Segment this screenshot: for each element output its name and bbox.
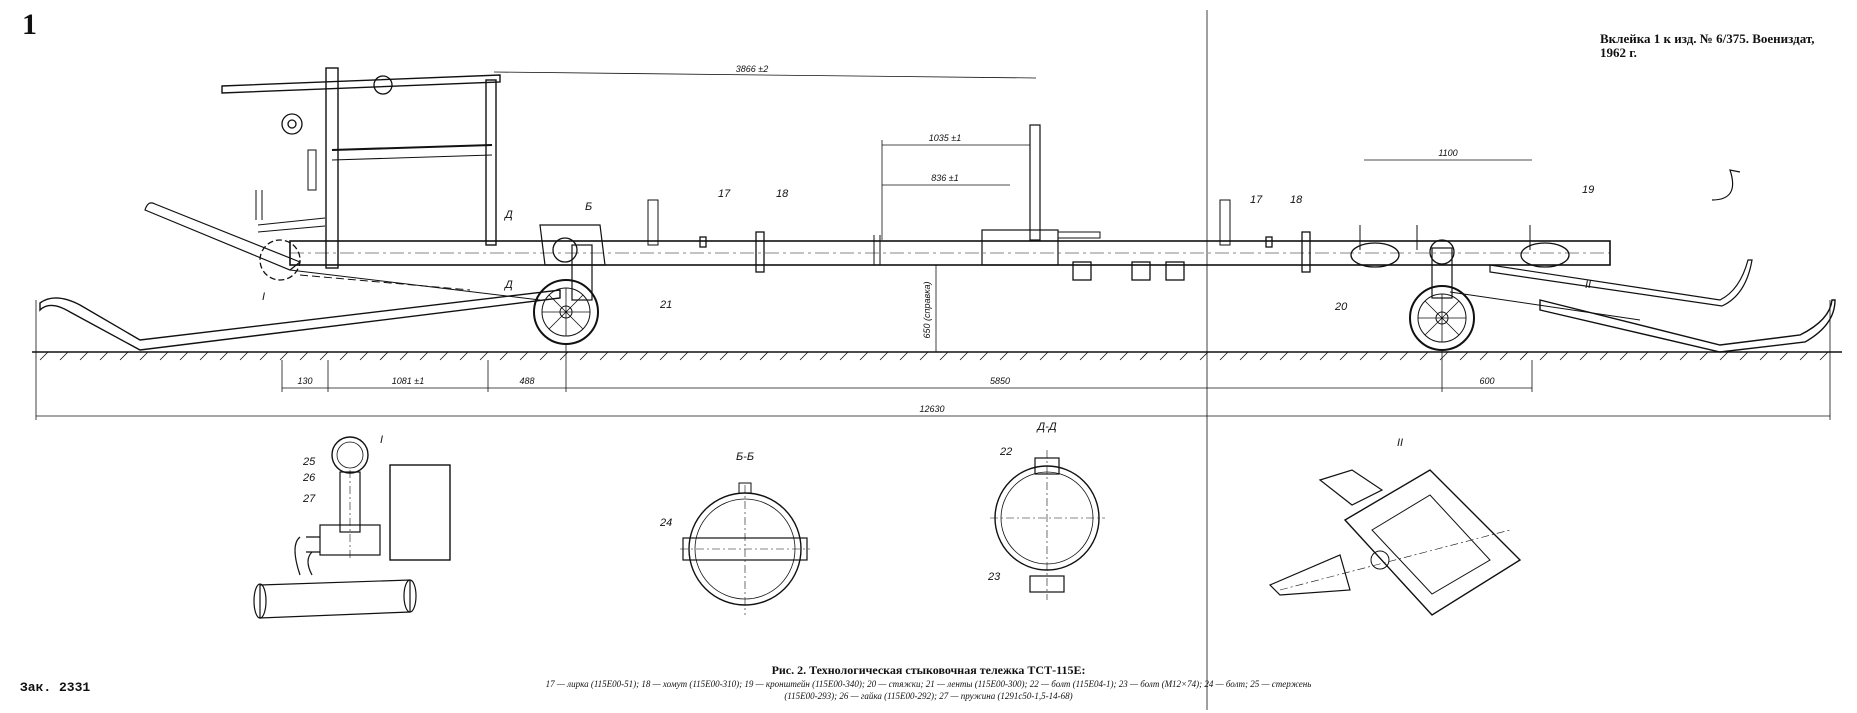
detail-I-view: [253, 436, 451, 619]
dim-1035: 1035 ±1: [929, 133, 961, 143]
dim-5850: 5850: [990, 376, 1010, 386]
dim-488: 488: [519, 376, 534, 386]
callout-A-top: Д: [503, 209, 513, 221]
main-beam: [289, 240, 1611, 266]
section-AA-view: [990, 450, 1105, 600]
insert-note-line-1: Вклейка 1 к изд. № 6/375. Воениздат,: [1600, 31, 1815, 46]
callout-I-main: I: [262, 291, 265, 303]
callout-labels: 17 18 17 18 19 20 21 I II Б Д Д 22 23 24…: [262, 184, 1594, 583]
dim-650: 650 (справка): [922, 282, 932, 339]
callout-21: 21: [659, 299, 672, 311]
insert-note: Вклейка 1 к изд. № 6/375. Воениздат, 196…: [1600, 32, 1815, 60]
dim-130: 130: [297, 376, 312, 386]
dim-1081: 1081 ±1: [392, 376, 424, 386]
callout-22: 22: [999, 446, 1012, 458]
section-BB-view: [680, 482, 810, 615]
callout-20: 20: [1334, 301, 1348, 313]
right-wheel-assembly: [1350, 225, 1570, 351]
left-skid: [39, 202, 561, 351]
callout-17-right: 17: [1250, 194, 1263, 206]
order-number: Зак. 2331: [20, 680, 91, 695]
detail-II-view: [1268, 469, 1522, 616]
callout-27: 27: [302, 493, 316, 505]
callout-18-right: 18: [1290, 194, 1303, 206]
callout-II-main: II: [1585, 279, 1591, 291]
dim-836: 836 ±1: [931, 173, 958, 183]
insert-note-line-2: 1962 г.: [1600, 45, 1637, 60]
dim-12630: 12630: [919, 404, 944, 414]
caption-title: Рис. 2. Технологическая стыковочная теле…: [771, 663, 1086, 677]
callout-18-left: 18: [776, 188, 789, 200]
view-title-I: I: [380, 434, 383, 446]
dim-600: 600: [1479, 376, 1494, 386]
dimension-labels: 3866 ±2 1035 ±1 836 ±1 1100 650 (справка…: [297, 64, 1494, 414]
caption-line-2: (115Е00-293); 26 — гайка (115Е00-292); 2…: [784, 691, 1073, 701]
right-skid: [1449, 169, 1836, 353]
left-wheel-assembly: [533, 224, 606, 345]
dimension-lines: [35, 71, 1831, 420]
callout-17-left: 17: [718, 188, 731, 200]
callout-25: 25: [302, 456, 316, 468]
callout-26: 26: [302, 472, 316, 484]
caption-line-1: 17 — лирка (115Е00-51); 18 — хомут (115Е…: [545, 679, 1312, 689]
dim-1100: 1100: [1438, 148, 1457, 158]
callout-23: 23: [987, 571, 1001, 583]
view-title-BB: Б-Б: [736, 451, 754, 463]
ground-hatching: [32, 351, 1842, 361]
central-supports: [647, 124, 1311, 281]
left-lifting-frame: [221, 67, 501, 281]
callout-19: 19: [1582, 184, 1594, 196]
callout-B: Б: [585, 201, 592, 213]
view-title-AA: Д-Д: [1035, 421, 1056, 433]
page-number: 1: [22, 8, 37, 41]
dim-3866: 3866 ±2: [736, 64, 768, 74]
callout-24: 24: [659, 517, 672, 529]
view-titles: I Б-Б Д-Д II: [380, 421, 1403, 463]
view-title-II: II: [1397, 437, 1403, 449]
callout-A-bottom: Д: [503, 279, 513, 291]
